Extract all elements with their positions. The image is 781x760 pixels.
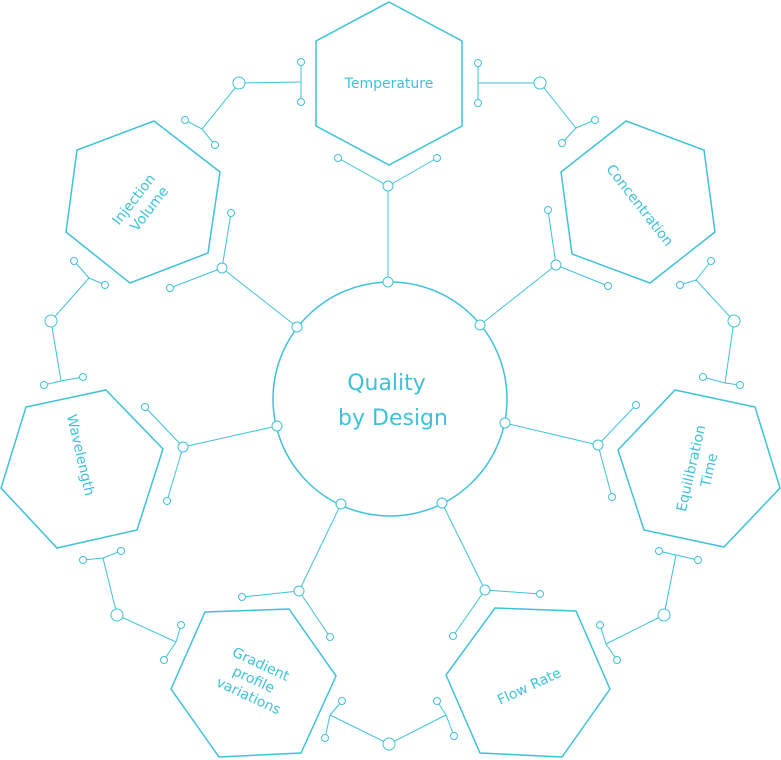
- hexagon-flow-rate: [445, 607, 611, 758]
- center-label: Quality by Design: [338, 371, 448, 431]
- branch-forks: [144, 157, 637, 638]
- hexagon-gradient-profile-variations: [170, 608, 337, 758]
- hexagon-equilibration-time: [617, 389, 781, 548]
- label-equilibration-time-line-2: Time: [698, 452, 722, 490]
- hexagon-concentration: [560, 120, 716, 284]
- center-connectors: [182, 186, 599, 592]
- hexagon-wavelength: [0, 389, 164, 549]
- center-label-line-1: Quality: [347, 371, 426, 396]
- connector-nodes: [40, 58, 744, 751]
- hexagon-injection-volume: [65, 120, 221, 284]
- hexagon-temperature: [315, 1, 463, 166]
- label-temperature-line-1: Temperature: [344, 76, 434, 92]
- center-circle: [272, 281, 508, 517]
- center-label-line-2: by Design: [338, 406, 448, 431]
- label-temperature: Temperature: [344, 76, 434, 92]
